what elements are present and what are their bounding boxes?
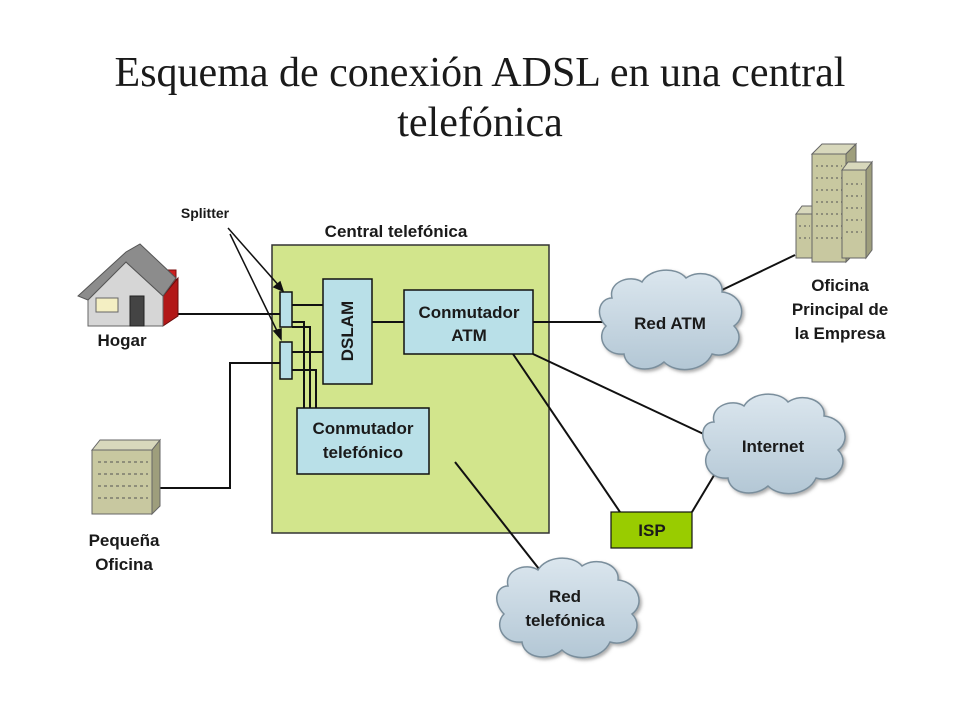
small-office-side xyxy=(151,438,161,516)
line-atm-isp xyxy=(512,353,621,513)
line-atm-internet xyxy=(532,353,711,438)
house-icon xyxy=(77,243,179,327)
small-office-top xyxy=(90,439,162,451)
pequena-oficina-label-1: Pequeña xyxy=(89,531,160,550)
red-telefonica-label-2: telefónica xyxy=(525,611,605,630)
pequena-oficina-label-2: Oficina xyxy=(95,555,153,574)
oficina-principal-label-3: la Empresa xyxy=(795,324,886,343)
splitter-arrowhead-1 xyxy=(272,280,285,293)
title-line-2: telefónica xyxy=(397,100,563,146)
splitter-arrowhead-2 xyxy=(272,328,282,341)
splitter-arrow-1 xyxy=(227,227,282,289)
isp-box xyxy=(610,511,693,549)
hogar-label: Hogar xyxy=(97,331,147,350)
isp-label: ISP xyxy=(638,521,665,540)
title-line-1: Esquema de conexión ADSL en una central xyxy=(114,50,846,96)
conmutador-atm-label-1: Conmutador xyxy=(418,303,519,322)
conmutador-tel-label-1: Conmutador xyxy=(312,419,413,438)
splitter-2 xyxy=(279,341,293,380)
splitter-label: Splitter xyxy=(181,205,230,221)
conmutador-tel-label-2: telefónico xyxy=(323,443,403,462)
red-atm-label: Red ATM xyxy=(634,314,706,333)
conmutador-telefonico-box xyxy=(296,407,430,475)
dslam-label: DSLAM xyxy=(338,301,357,361)
conmutador-atm-label-2: ATM xyxy=(451,326,487,345)
dslam-box xyxy=(322,278,373,385)
connections xyxy=(150,254,796,575)
small-office-front xyxy=(91,449,153,515)
main-office-building-icon xyxy=(795,142,873,264)
small-office-windows xyxy=(98,461,148,499)
central-office-box xyxy=(271,244,550,534)
central-office-label: Central telefónica xyxy=(325,222,468,241)
splitter-arrows xyxy=(227,227,285,341)
line-redatm-oficina xyxy=(721,254,796,291)
house-roof xyxy=(77,243,177,301)
conmutador-atm-box xyxy=(403,289,534,355)
splitter-arrow-2 xyxy=(229,233,280,336)
cloud-red-atm xyxy=(598,269,743,371)
oficina-principal-label-1: Oficina xyxy=(811,276,869,295)
internet-label: Internet xyxy=(742,437,805,456)
page-title: Esquema de conexión ADSL en una central … xyxy=(80,48,880,148)
small-office-building-icon xyxy=(90,438,162,516)
cloud-red-telefonica xyxy=(496,557,640,659)
house-door xyxy=(129,295,145,327)
line-splitter1-ctel-b xyxy=(292,326,311,408)
line-isp-internet xyxy=(691,471,717,513)
line-ctel-redtel xyxy=(454,461,544,575)
line-splitter2-ctel xyxy=(292,369,317,408)
line-oficina-splitter xyxy=(150,362,280,489)
splitter-1 xyxy=(279,291,293,328)
cloud-internet xyxy=(702,393,846,495)
line-splitter1-ctel xyxy=(292,321,305,408)
red-telefonica-label-1: Red xyxy=(549,587,581,606)
house-window xyxy=(95,297,119,313)
oficina-principal-label-2: Principal de xyxy=(792,300,888,319)
